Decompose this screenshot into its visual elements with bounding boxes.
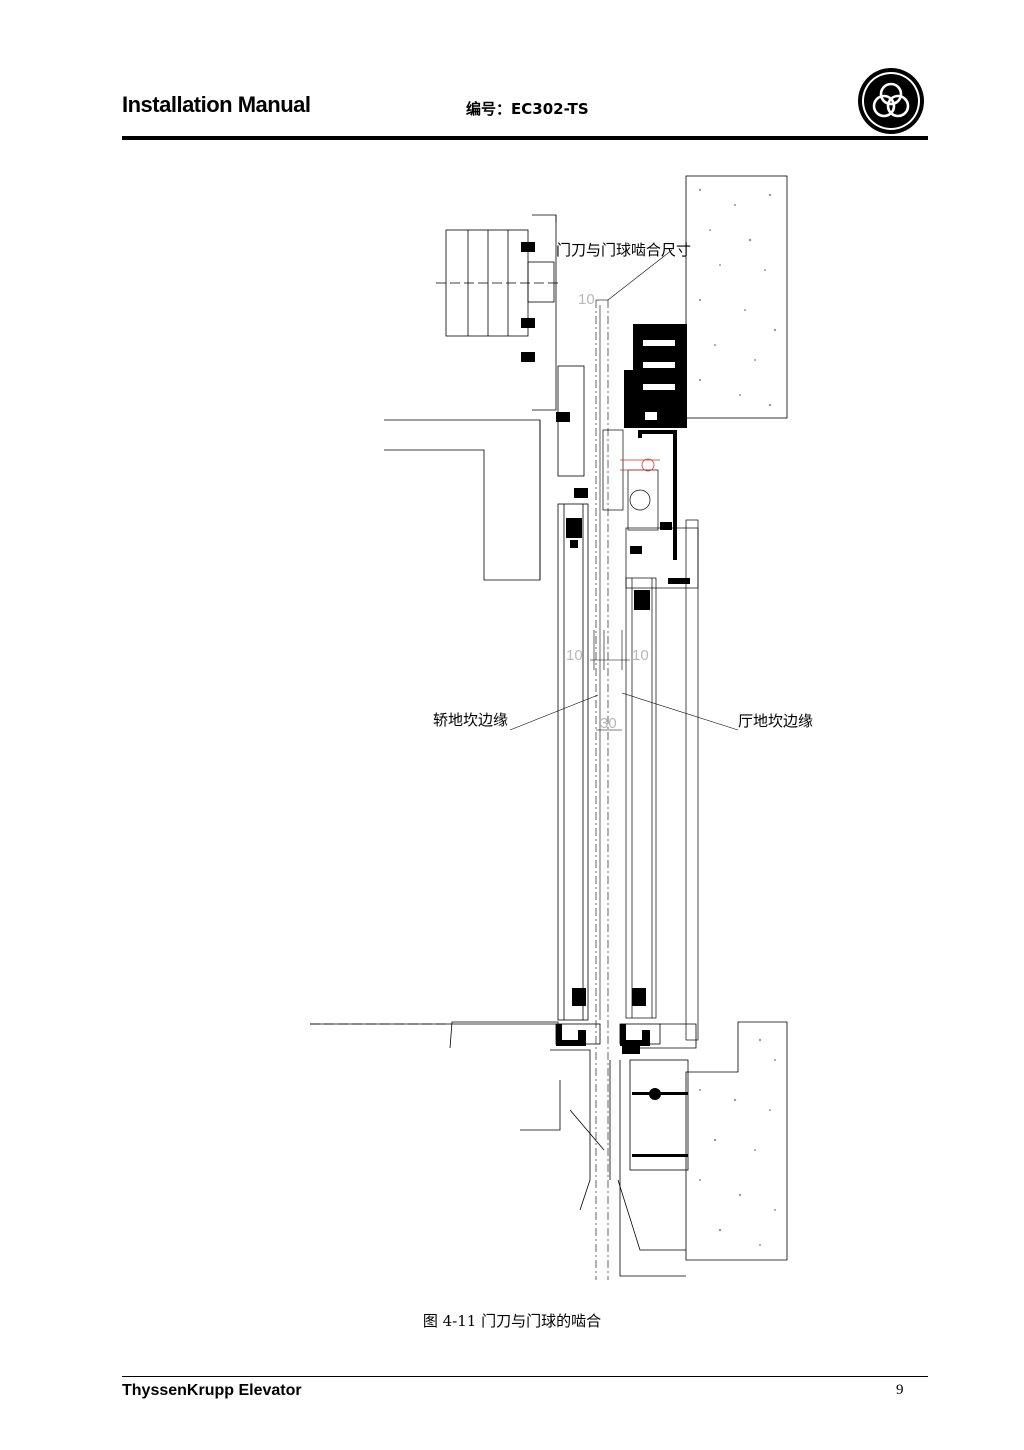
figure-caption: 图 4-11 门刀与门球的啮合	[422, 1312, 602, 1330]
label-car-sill-edge: 轿地坎边缘	[433, 711, 508, 729]
label-engagement-dimension: 门刀与门球啮合尺寸	[556, 241, 691, 259]
sill-profile-black	[556, 1024, 688, 1157]
landing-door-lock	[624, 324, 690, 584]
dimension-lines	[590, 299, 630, 731]
dimension-left: 10	[566, 647, 583, 664]
thyssenkrupp-logo-icon	[858, 68, 924, 134]
landing-wall-lower	[685, 1021, 788, 1261]
label-hall-sill-edge: 厅地坎边缘	[738, 712, 813, 730]
door-roller-red	[620, 458, 660, 472]
door-operator-motor	[436, 214, 560, 411]
footer-rule	[122, 1376, 928, 1377]
leader-lines	[509, 249, 739, 731]
header-rule	[122, 136, 928, 140]
dimension-top: 10	[578, 291, 595, 308]
landing-wall-upper	[685, 175, 788, 419]
document-number: 编号：EC302-TS	[466, 100, 589, 118]
dimension-gap: 30	[600, 715, 617, 732]
door-knife-assembly	[602, 429, 699, 1041]
reference-lines	[595, 300, 609, 1280]
dimension-right: 10	[632, 647, 649, 664]
page-number: 9	[896, 1382, 904, 1398]
sill-assembly	[310, 1021, 697, 1277]
header-title: Installation Manual	[122, 92, 311, 117]
car-door-panel	[384, 365, 589, 1021]
footer-company: ThyssenKrupp Elevator	[122, 1382, 302, 1399]
